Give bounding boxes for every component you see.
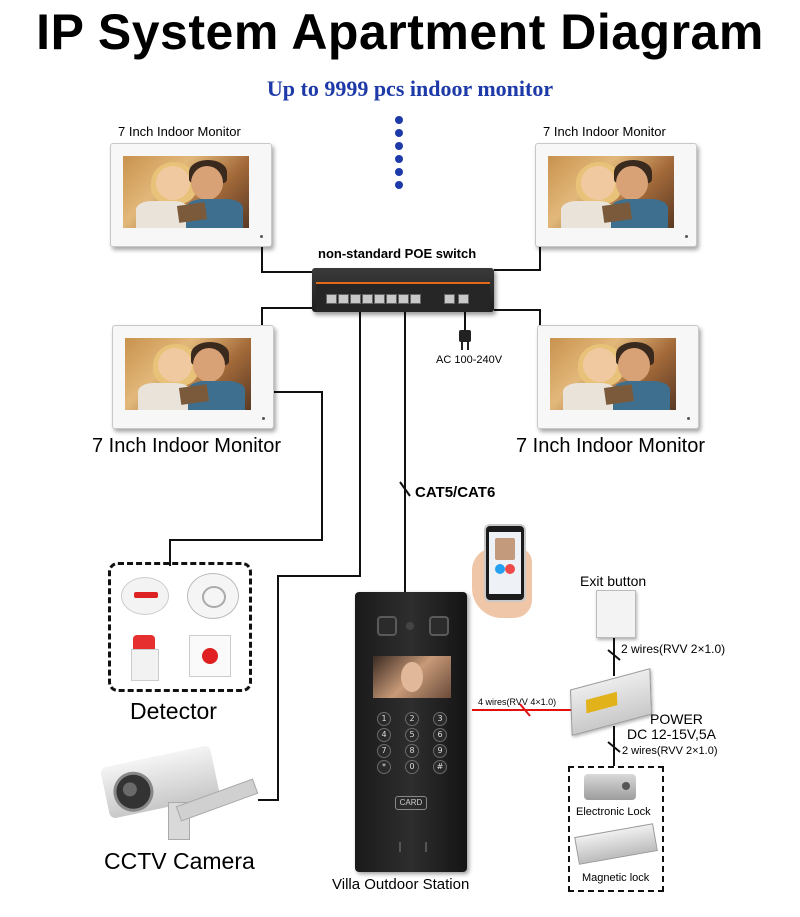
ellipsis-dot	[395, 155, 403, 163]
ellipsis-dot	[395, 129, 403, 137]
cable-label: CAT5/CAT6	[415, 484, 496, 501]
cable-mark	[399, 481, 411, 497]
monitor-label-mid-left: 7 Inch Indoor Monitor	[92, 435, 281, 457]
outdoor-station-label: Villa Outdoor Station	[332, 876, 470, 893]
keypad-key[interactable]: 9	[433, 744, 447, 758]
keypad-key[interactable]: 7	[377, 744, 391, 758]
monitor-label-top-right: 7 Inch Indoor Monitor	[543, 124, 666, 139]
electronic-lock-label: Electronic Lock	[576, 806, 651, 818]
keypad-key[interactable]: #	[433, 760, 447, 774]
keypad-key[interactable]: 1	[377, 712, 391, 726]
subtitle: Up to 9999 pcs indoor monitor	[266, 76, 554, 101]
monitor-screen	[548, 156, 674, 228]
siren-icon	[133, 635, 155, 649]
ac-power-label: AC 100-240V	[436, 354, 503, 366]
keypad-key[interactable]: 8	[405, 744, 419, 758]
monitor-label-top-left: 7 Inch Indoor Monitor	[118, 124, 241, 139]
monitor-screen	[123, 156, 249, 228]
card-reader: CARD	[395, 796, 427, 810]
wire-top-right-monitor	[494, 245, 541, 271]
exit-button-label: Exit button	[580, 573, 647, 589]
cable-mark	[607, 649, 621, 661]
ir-led-icon	[377, 616, 397, 636]
cable-mark	[607, 741, 621, 753]
cable-mark	[519, 703, 531, 717]
switch-label: non-standard POE switch	[318, 246, 477, 261]
ac-plug-body	[459, 330, 471, 342]
ellipsis-dot	[395, 116, 403, 124]
wire-monitor-detector	[169, 391, 323, 566]
monitor-screen	[550, 338, 676, 410]
indoor-monitor-top-right	[535, 143, 697, 247]
siren-body	[131, 649, 159, 681]
magnetic-lock-label: Magnetic lock	[582, 872, 650, 884]
keypad-key[interactable]: 3	[433, 712, 447, 726]
power-label: POWER	[650, 711, 703, 727]
indoor-monitor-top-left	[110, 143, 272, 247]
ellipsis-dot	[395, 181, 403, 189]
wire-mid-left-monitor	[261, 307, 312, 328]
power-spec: DC 12-15V,5A	[627, 726, 716, 742]
monitor-screen	[125, 338, 251, 410]
keypad-key[interactable]: 0	[405, 760, 419, 774]
detector-group	[108, 562, 252, 692]
emergency-button-icon	[189, 635, 231, 677]
cctv-label: CCTV Camera	[104, 848, 255, 874]
indoor-monitor-mid-right	[537, 325, 699, 429]
ellipsis-dot	[395, 168, 403, 176]
wire-label-exit-power: 2 wires(RVV 2×1.0)	[621, 642, 726, 656]
monitor-label-mid-right: 7 Inch Indoor Monitor	[516, 435, 705, 457]
ir-led-icon	[429, 616, 449, 636]
keypad-key[interactable]: 5	[405, 728, 419, 742]
electronic-lock-icon	[584, 774, 636, 800]
smoke-detector-icon	[187, 573, 239, 619]
wire-mid-right-monitor	[494, 309, 541, 328]
keypad-key[interactable]: 6	[433, 728, 447, 742]
wire-label-station-power: 4 wires(RVV 4×1.0)	[478, 697, 557, 707]
wire-top-left-monitor	[261, 245, 312, 273]
keypad-key[interactable]: *	[377, 760, 391, 774]
detector-label: Detector	[130, 698, 217, 724]
speaker-grille	[399, 842, 427, 852]
poe-switch	[312, 268, 494, 312]
station-display	[373, 656, 451, 698]
smartphone-icon	[484, 524, 526, 602]
camera-lens-icon	[406, 622, 414, 630]
locks-group: Electronic Lock Magnetic lock	[568, 766, 664, 892]
indoor-monitor-mid-left	[112, 325, 274, 429]
keypad-key[interactable]: 2	[405, 712, 419, 726]
wire-switch-cctv	[258, 312, 361, 801]
door-sensor-icon	[121, 577, 169, 615]
ellipsis-dot	[395, 142, 403, 150]
wire-label-power-lock: 2 wires(RVV 2×1.0)	[622, 745, 718, 757]
magnetic-lock-icon	[574, 823, 658, 865]
page-title: IP System Apartment Diagram	[36, 4, 764, 60]
keypad-key[interactable]: 4	[377, 728, 391, 742]
exit-button-icon	[596, 590, 636, 638]
